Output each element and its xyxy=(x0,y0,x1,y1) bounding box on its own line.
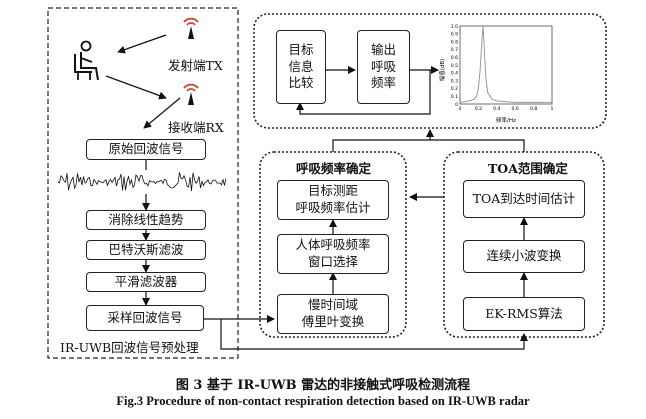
remove-linear-trend-label: 消除线性趋势 xyxy=(108,211,184,227)
chart-ytick-label: 0.3 xyxy=(451,78,458,84)
raw-echo-signal-label: 原始回波信号 xyxy=(108,141,184,157)
figure-caption-en: Fig.3 Procedure of non-contact respirati… xyxy=(116,394,530,408)
est-text-1: 目标测距 xyxy=(307,183,358,199)
rx-antenna-icon xyxy=(183,83,199,105)
person-seated-icon xyxy=(74,40,99,81)
win-text-1: 人体呼吸频率 xyxy=(295,237,371,253)
chart-ytick-label: 0.4 xyxy=(451,71,458,77)
target-text-2: 信息 xyxy=(288,58,314,74)
preprocess-panel-title: IR-UWB回波信号预处理 xyxy=(60,340,199,355)
preprocess-panel-frame xyxy=(47,7,239,359)
chart-ytick-label: 0.9 xyxy=(451,32,458,38)
echo-waveform xyxy=(58,172,226,192)
chart-ytick-label: 0.1 xyxy=(451,94,458,100)
chart-ytick-label: 0.6 xyxy=(451,55,458,61)
output-panel-frame xyxy=(253,13,607,129)
window-selection-box: 人体呼吸频率 窗口选择 xyxy=(277,234,389,274)
target-text-1: 目标 xyxy=(288,41,314,57)
smoothing-filter-label: 平滑滤波器 xyxy=(114,273,178,289)
chart-yticks: 1.0 0.90.8 0.7 0.6 0.5 0.40.3 0.2 0.1 0 xyxy=(451,24,458,108)
ek-rms-box: EK-RMS算法 xyxy=(463,297,585,331)
butterworth-filter-box: 巴特沃斯滤波 xyxy=(86,240,206,260)
remove-linear-trend-box: 消除线性趋势 xyxy=(86,210,206,230)
ft-text-1: 慢时间域 xyxy=(307,297,358,313)
cwt-label: 连续小波变换 xyxy=(486,248,562,264)
respiration-estimation-box: 目标测距 呼吸频率估计 xyxy=(277,180,389,220)
chart-xticks: 0 0.2 0.4 0.6 0.8 1 xyxy=(459,106,554,112)
cwt-box: 连续小波变换 xyxy=(463,240,585,273)
sampled-echo-signal-label: 采样回波信号 xyxy=(107,309,183,325)
output-text-1: 输出 xyxy=(370,41,396,57)
smoothing-filter-box: 平滑滤波器 xyxy=(86,272,206,292)
win-text-2: 窗口选择 xyxy=(307,254,358,269)
chart-ytick-label: 0.5 xyxy=(451,63,458,69)
sampled-echo-signal-box: 采样回波信号 xyxy=(86,305,204,331)
toa-estimation-box: TOA到达时间估计 xyxy=(463,180,585,218)
chart-xlabel: 频率/Hz xyxy=(496,116,516,124)
respiration-panel-title: 呼吸频率确定 xyxy=(296,161,372,176)
chart-xtick-label: 0.6 xyxy=(512,106,519,112)
chart-plot-area xyxy=(459,25,553,105)
chart-ytick-label: 0.8 xyxy=(451,39,458,45)
chart-xtick-label: 0.4 xyxy=(493,106,500,112)
chart-xtick-label: 1 xyxy=(551,106,554,112)
butterworth-filter-label: 巴特沃斯滤波 xyxy=(108,241,184,257)
output-respiration-freq-box: 输出 呼吸 频率 xyxy=(357,30,410,104)
est-text-2: 呼吸频率估计 xyxy=(295,200,371,215)
tx-antenna-icon xyxy=(183,17,199,39)
ek-rms-label: EK-RMS算法 xyxy=(485,305,563,321)
target-text-3: 比较 xyxy=(288,75,314,91)
chart-ytick-label: 1.0 xyxy=(451,24,458,30)
output-text-2: 呼吸 xyxy=(370,58,396,74)
spectrum-line xyxy=(459,25,552,103)
raw-echo-signal-box: 原始回波信号 xyxy=(86,139,206,160)
chart-ytick-label: 0.2 xyxy=(451,86,458,92)
output-text-3: 频率 xyxy=(370,75,396,91)
chart-xtick-label: 0.8 xyxy=(530,106,537,112)
chart-xtick-label: 0.2 xyxy=(475,106,482,112)
tx-label: 发射端TX xyxy=(168,58,223,73)
chart-xtick-label: 0 xyxy=(459,106,462,112)
chart-ylabel: 幅值(dB) xyxy=(438,59,446,82)
slow-time-fft-box: 慢时间域 傅里叶变换 xyxy=(277,294,389,334)
spectrum-chart: 幅值(dB) 1.00.90.80.70.60.50.40.30.20.10 0… xyxy=(438,24,554,124)
ft-text-2: 傅里叶变换 xyxy=(301,314,365,329)
chart-ytick-label: 0 xyxy=(455,102,458,108)
toa-panel-title: TOA范围确定 xyxy=(488,161,568,176)
toa-estimation-label: TOA到达时间估计 xyxy=(472,190,576,206)
chart-ytick-label: 0.7 xyxy=(451,47,458,53)
respiration-panel-frame xyxy=(259,151,407,338)
rx-label: 接收端RX xyxy=(168,120,224,135)
target-info-compare-box: 目标 信息 比较 xyxy=(276,30,326,104)
figure-caption-cn: 图 3 基于 IR-UWB 雷达的非接触式呼吸检测流程 xyxy=(175,378,471,393)
